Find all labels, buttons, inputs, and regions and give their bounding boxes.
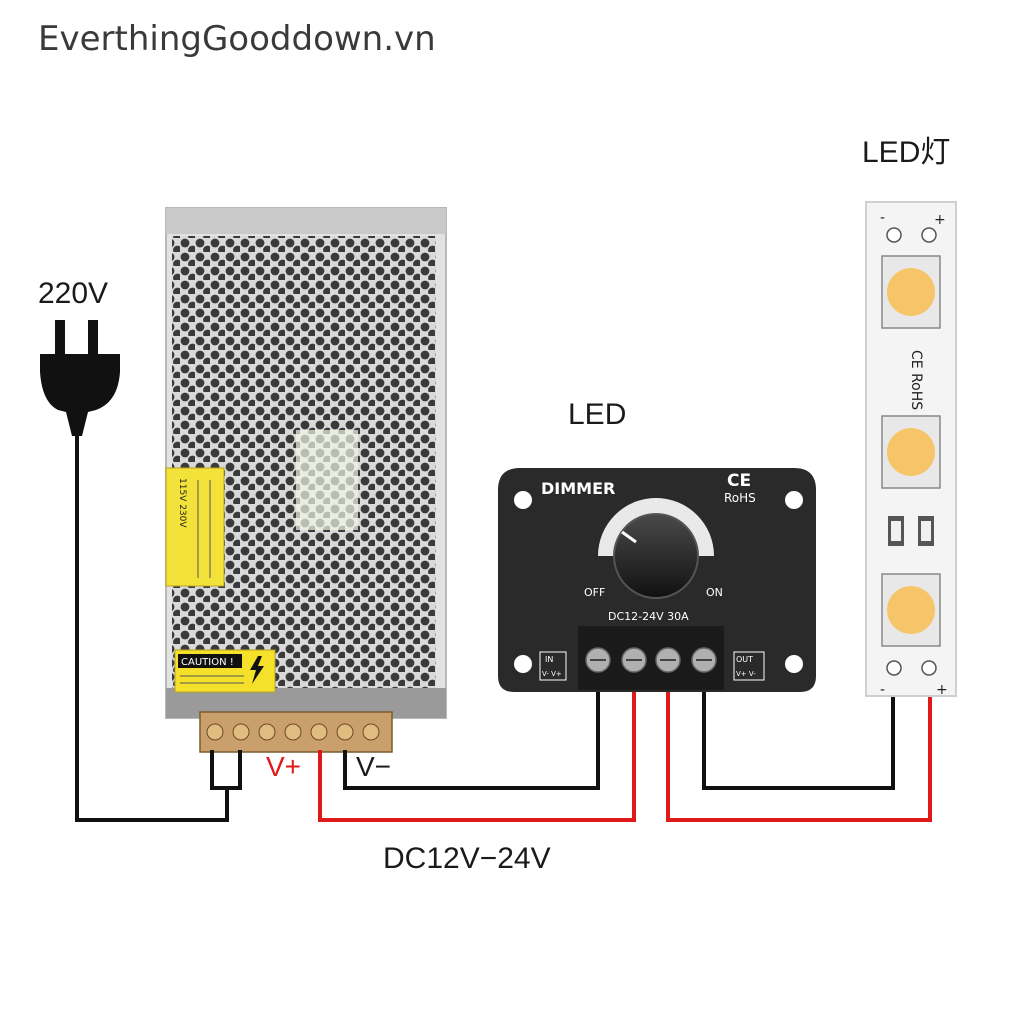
- mount-hole-icon: [785, 655, 803, 673]
- psu-positive-label: V+: [266, 751, 301, 782]
- dimmer-knob[interactable]: [613, 513, 699, 599]
- strip-cert-text: CE RoHS: [908, 350, 924, 410]
- on-label: ON: [706, 586, 723, 599]
- mains-plug-icon: [40, 320, 120, 436]
- black-wires: [343, 672, 895, 790]
- led-dimmer: DIMMER CE RoHS OFF ON DC12-24V 30A IN V-…: [498, 468, 816, 692]
- dimmer-scale-arc: [598, 498, 714, 556]
- red-wires: [318, 672, 932, 822]
- power-supply: 115V 230V CAUTION !: [165, 207, 447, 753]
- strip-minus-top: -: [880, 210, 885, 226]
- strip-plus-bottom: +: [936, 682, 948, 698]
- voltage-switch-text: 115V 230V: [177, 478, 187, 528]
- in-label: IN: [545, 655, 553, 664]
- ce-mark-text: CE: [727, 471, 751, 491]
- dimmer-rating: DC12-24V 30A: [608, 610, 689, 623]
- off-label: OFF: [584, 586, 605, 599]
- solder-pad-icon: [886, 227, 902, 243]
- voltage-switch-sticker: 115V 230V: [165, 467, 225, 587]
- dimmer-title: DIMMER: [541, 479, 615, 498]
- mount-hole-icon: [785, 491, 803, 509]
- high-voltage-icon: [250, 656, 264, 684]
- out-label: OUT: [736, 655, 753, 664]
- caution-sticker: CAUTION !: [174, 649, 276, 693]
- mount-hole-icon: [514, 655, 532, 673]
- psu-negative-label: V−: [356, 751, 391, 782]
- psu-terminal-block: [199, 711, 393, 753]
- mount-hole-icon: [514, 491, 532, 509]
- caution-text: CAUTION !: [181, 657, 234, 668]
- dimmer-heading: LED: [568, 398, 626, 431]
- dc-range-label: DC12V−24V: [383, 842, 551, 875]
- solder-pad-icon: [921, 660, 937, 676]
- led-chip: [881, 573, 941, 647]
- rohs-text: RoHS: [724, 491, 756, 505]
- solder-pad-icon: [886, 660, 902, 676]
- watermark-text: EverthingGooddown.vn: [38, 19, 436, 59]
- led-strip: - + CE RoHS - +: [865, 201, 957, 698]
- led-chip: [881, 415, 941, 489]
- led-chip: [881, 255, 941, 329]
- mains-voltage-label: 220V: [38, 277, 108, 310]
- out-pins: V+ V-: [736, 670, 756, 678]
- in-pins: V- V+: [542, 670, 562, 678]
- strip-plus-top: +: [934, 212, 946, 228]
- knob-indicator: [621, 530, 637, 544]
- strip-minus-bottom: -: [880, 682, 885, 698]
- solder-pad-icon: [921, 227, 937, 243]
- mains-wires: [75, 436, 242, 822]
- dimmer-terminals: [585, 647, 717, 673]
- led-strip-heading: LED灯: [862, 136, 950, 169]
